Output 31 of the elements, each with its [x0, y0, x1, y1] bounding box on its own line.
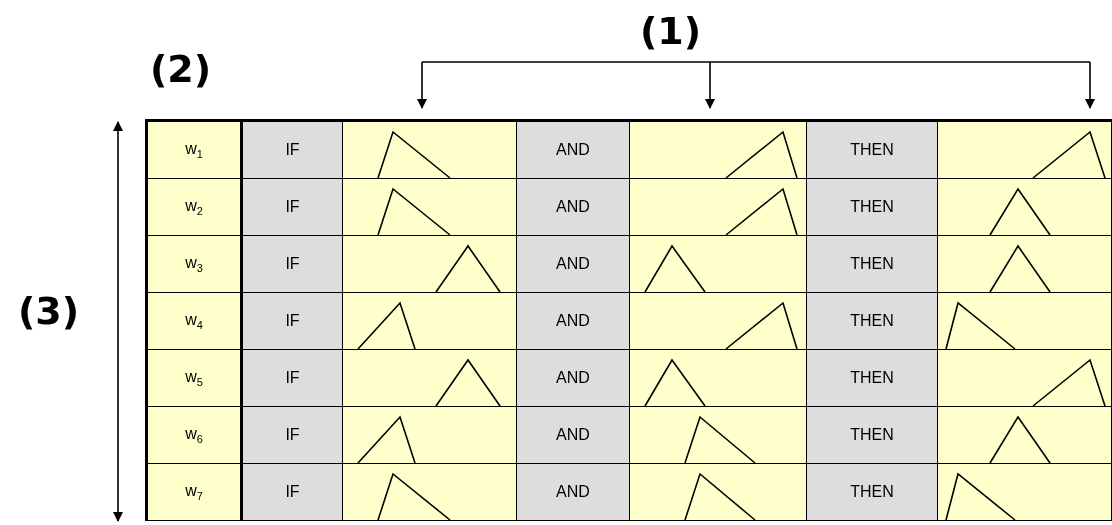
table-cell: THEN: [807, 350, 938, 407]
table-cell: THEN: [807, 122, 938, 179]
callout-number: (2): [150, 50, 212, 88]
table-cell: w$_{3}$: [148, 236, 243, 293]
table-cell: IF: [243, 464, 343, 521]
table-cell: w$_{6}$: [148, 407, 243, 464]
table-cell: w$_{7}$: [148, 464, 243, 521]
table-cell: w$_{2}$: [148, 179, 243, 236]
table-cell: THEN: [807, 293, 938, 350]
table-cell: IF: [243, 293, 343, 350]
table-cell: w$_{5}$: [148, 350, 243, 407]
table-cell: THEN: [807, 464, 938, 521]
table-cell: IF: [243, 350, 343, 407]
callout-number: (1): [640, 12, 702, 50]
table-cell: w$_{4}$: [148, 293, 243, 350]
table-cell: AND: [517, 464, 630, 521]
table-cell: IF: [243, 179, 343, 236]
table-cell: IF: [243, 407, 343, 464]
table-cell: AND: [517, 179, 630, 236]
table-cell: THEN: [807, 179, 938, 236]
table-cell: IF: [243, 236, 343, 293]
table-cell: AND: [517, 122, 630, 179]
table-cell: AND: [517, 236, 630, 293]
table-cell: AND: [517, 350, 630, 407]
table-cell: THEN: [807, 236, 938, 293]
table-cell: w$_{1}$: [148, 122, 243, 179]
callout-number: (3): [18, 292, 80, 330]
table-cell: IF: [243, 122, 343, 179]
table-cell: AND: [517, 407, 630, 464]
table-cell: THEN: [807, 407, 938, 464]
table-cell: AND: [517, 293, 630, 350]
